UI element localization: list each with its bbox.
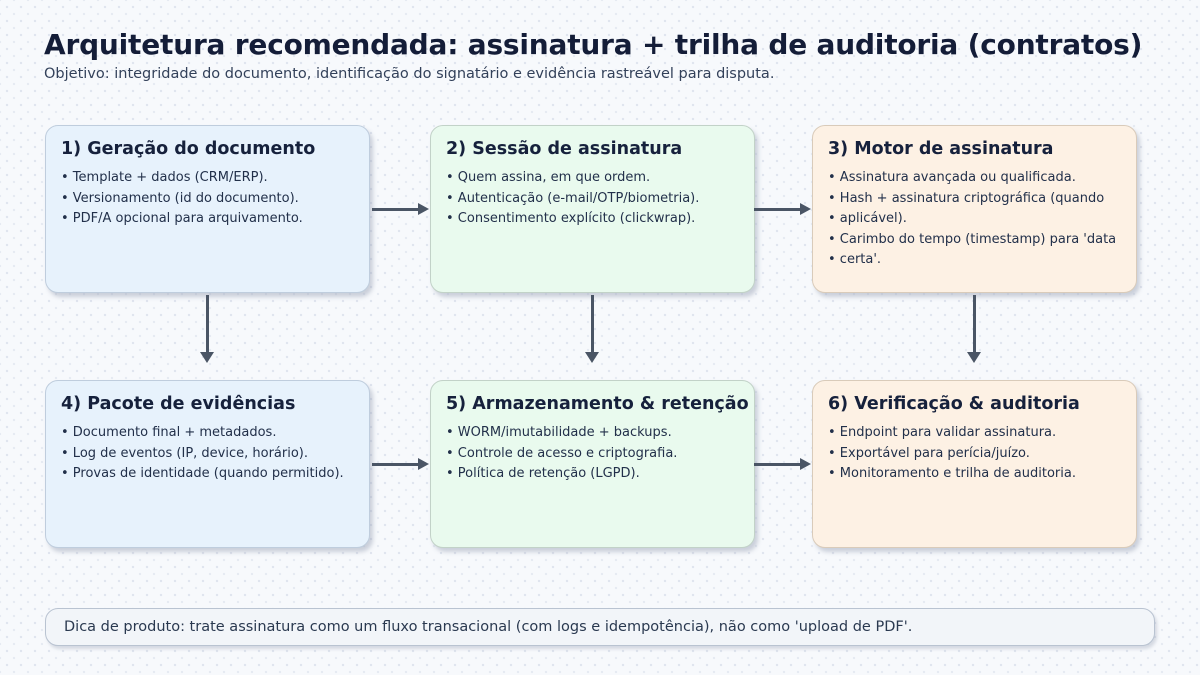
arrow-down-icon xyxy=(200,295,214,363)
arrow-right-icon xyxy=(372,203,429,215)
step-title: 3) Motor de assinatura xyxy=(828,139,1054,159)
page-title: Arquitetura recomendada: assinatura + tr… xyxy=(44,28,1143,61)
step-box-verification-audit: 6) Verificação & auditoria • Endpoint pa… xyxy=(812,380,1137,548)
step-title: 5) Armazenamento & retenção xyxy=(446,394,749,414)
arrow-right-icon xyxy=(372,458,429,470)
step-box-evidence-package: 4) Pacote de evidências • Documento fina… xyxy=(45,380,370,548)
step-title: 1) Geração do documento xyxy=(61,139,316,159)
bullet-line: • Consentimento explícito (clickwrap). xyxy=(446,211,696,226)
step-box-storage-retention: 5) Armazenamento & retenção • WORM/imuta… xyxy=(430,380,755,548)
bullet-line: • Assinatura avançada ou qualificada. xyxy=(828,170,1076,185)
product-tip-text: Dica de produto: trate assinatura como u… xyxy=(64,619,913,635)
arrow-down-icon xyxy=(967,295,981,363)
bullet-line: • Template + dados (CRM/ERP). xyxy=(61,170,268,185)
bullet-line: • Documento final + metadados. xyxy=(61,425,277,440)
bullet-list: • WORM/imutabilidade + backups. • Control… xyxy=(446,423,744,485)
bullet-line: • certa'. xyxy=(828,252,882,267)
arrow-right-icon xyxy=(754,203,811,215)
bullet-line: • Log de eventos (IP, device, horário). xyxy=(61,445,309,461)
step-box-document-generation: 1) Geração do documento • Template + dad… xyxy=(45,125,370,293)
bullet-line: • Política de retenção (LGPD). xyxy=(446,466,640,481)
arrow-right-icon xyxy=(754,458,811,470)
bullet-line: • aplicável). xyxy=(828,211,907,226)
arrow-down-icon xyxy=(585,295,599,363)
bullet-list: • Endpoint para validar assinatura. • Exp… xyxy=(828,423,1126,485)
bullet-line: • Hash + assinatura criptográfica (quand… xyxy=(828,190,1105,206)
bullet-list: • Documento final + metadados. • Log de e… xyxy=(61,423,359,485)
bullet-list: • Quem assina, em que ordem. • Autenticaç… xyxy=(446,168,744,230)
product-tip-note: Dica de produto: trate assinatura como u… xyxy=(45,608,1155,646)
step-title: 4) Pacote de evidências xyxy=(61,394,296,414)
page-subtitle: Objetivo: integridade do documento, iden… xyxy=(44,66,775,82)
bullet-line: • PDF/A opcional para arquivamento. xyxy=(61,211,303,226)
step-box-signature-session: 2) Sessão de assinatura • Quem assina, e… xyxy=(430,125,755,293)
bullet-line: • Carimbo do tempo (timestamp) para 'dat… xyxy=(828,231,1117,247)
step-title: 6) Verificação & auditoria xyxy=(828,394,1080,414)
bullet-line: • Provas de identidade (quando permitido… xyxy=(61,466,344,481)
bullet-list: • Template + dados (CRM/ERP). • Versionam… xyxy=(61,168,359,230)
bullet-list: • Assinatura avançada ou qualificada. • H… xyxy=(828,168,1126,271)
bullet-line: • Monitoramento e trilha de auditoria. xyxy=(828,466,1076,481)
bullet-line: • Autenticação (e-mail/OTP/biometria). xyxy=(446,190,700,206)
bullet-line: • Controle de acesso e criptografia. xyxy=(446,445,678,461)
bullet-line: • Versionamento (id do documento). xyxy=(61,190,299,206)
bullet-line: • Endpoint para validar assinatura. xyxy=(828,425,1057,440)
step-box-signature-engine: 3) Motor de assinatura • Assinatura avan… xyxy=(812,125,1137,293)
bullet-line: • WORM/imutabilidade + backups. xyxy=(446,425,672,440)
bullet-line: • Exportável para perícia/juízo. xyxy=(828,445,1030,461)
bullet-line: • Quem assina, em que ordem. xyxy=(446,170,651,185)
step-title: 2) Sessão de assinatura xyxy=(446,139,683,159)
